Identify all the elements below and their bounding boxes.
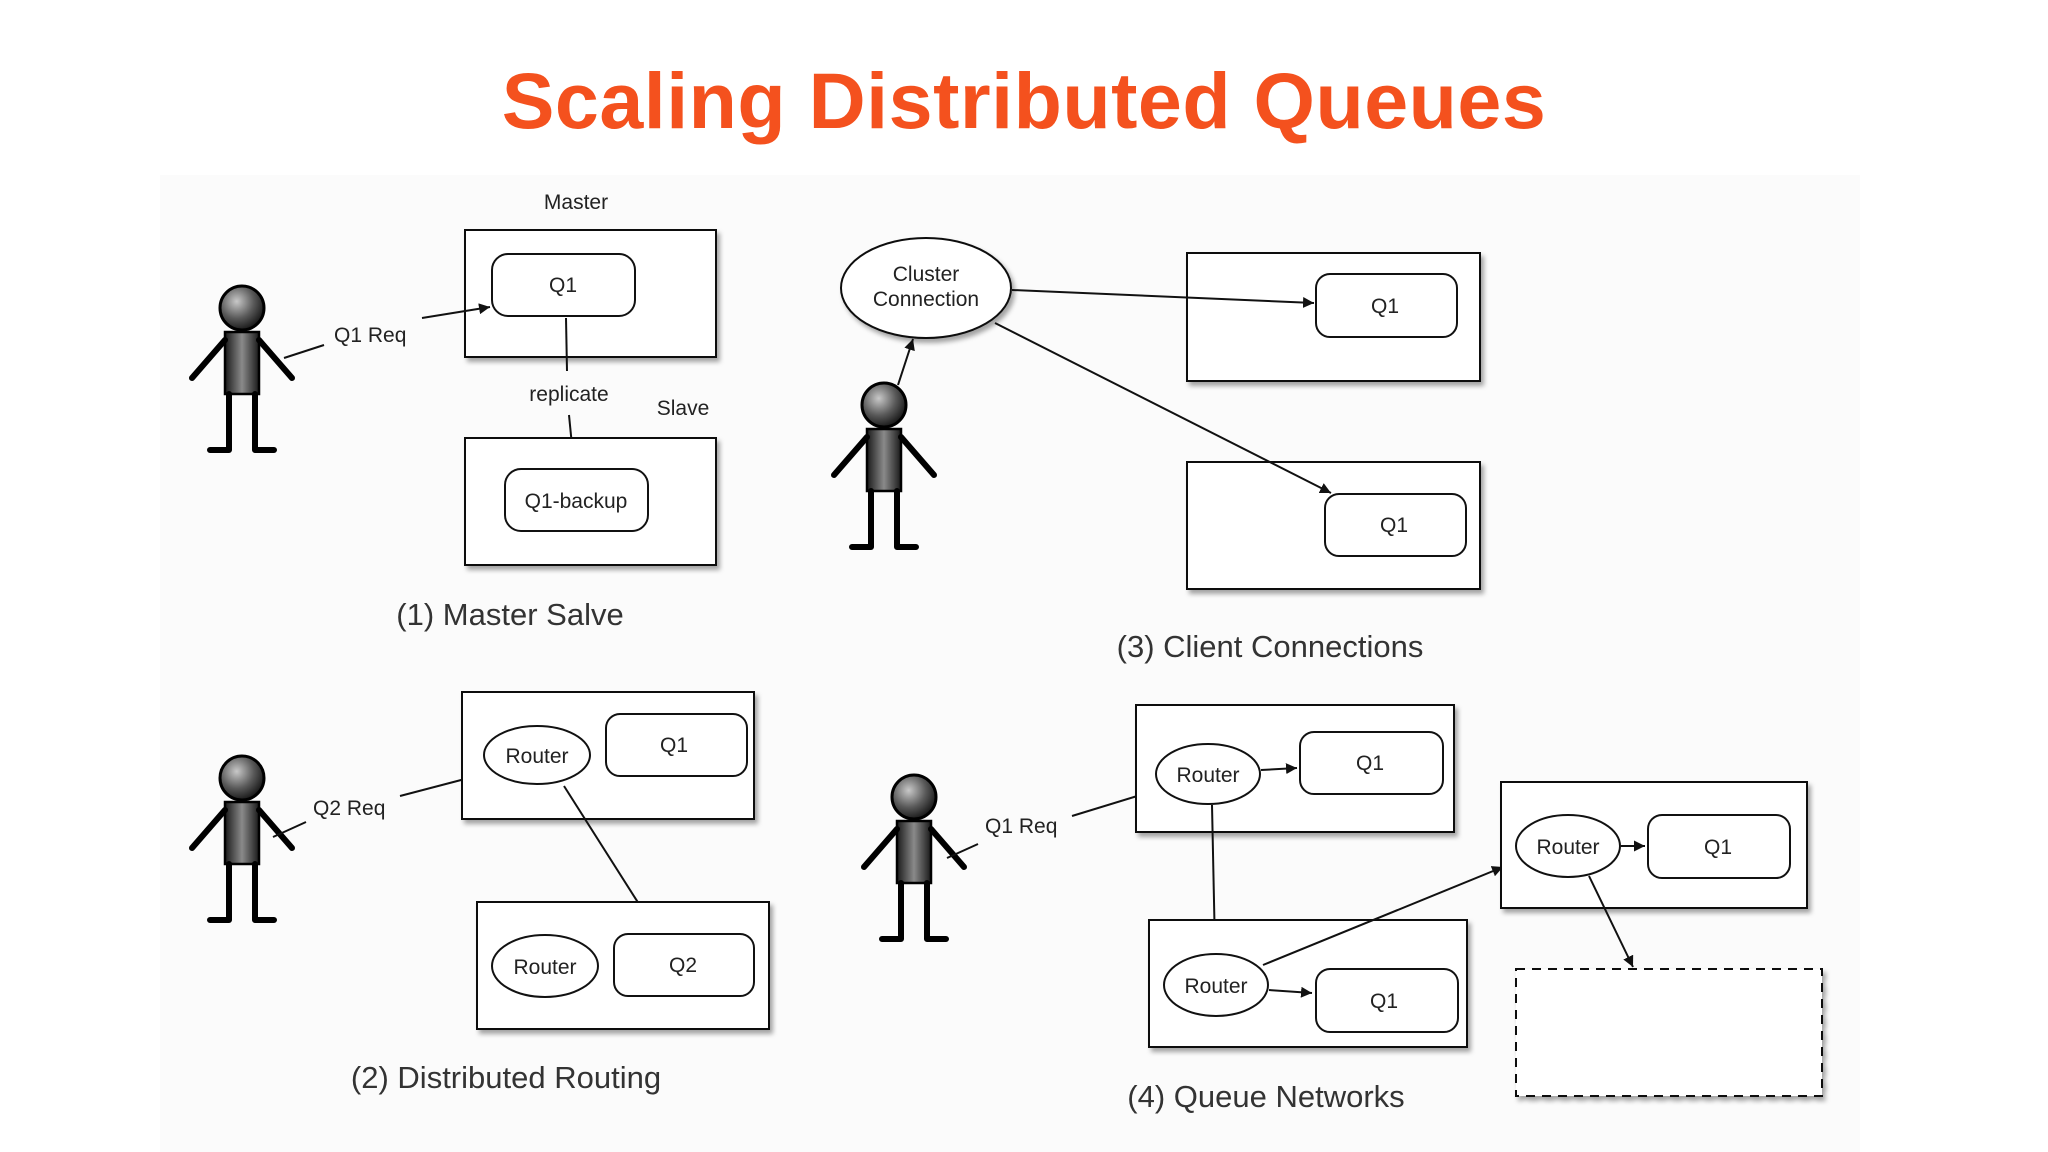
router-right (1515, 814, 1621, 878)
router-top-label: Router (1176, 764, 1239, 787)
queue-q2-label: Q2 (669, 954, 697, 977)
connection-arrow-a (1011, 289, 1315, 309)
queue-q1 (491, 253, 636, 317)
cluster-connection-node (840, 237, 1012, 339)
slide-title: Scaling Distributed Queues (501, 56, 1547, 145)
queue-q1-backup-label: Q1-backup (525, 490, 628, 513)
cluster-connection-label-line1: Cluster (893, 263, 960, 286)
cluster-connection-label-line2: Connection (873, 288, 979, 311)
router-top (1155, 743, 1261, 805)
queue-q1-label: Q1 (549, 274, 577, 297)
router-bottom-label: Router (1184, 975, 1247, 998)
route-to-new-node-arrow (1588, 875, 1634, 968)
queue-q1-b-label: Q1 (1380, 514, 1408, 537)
diagram-client-connections: Cluster Connection Q1 Q1 (3) Client Conn… (834, 237, 1481, 664)
new-node-placeholder (1515, 968, 1823, 1097)
router-b-label: Router (513, 956, 576, 979)
queue-q2 (613, 933, 755, 997)
request-line (946, 843, 979, 859)
caption-distributed-routing: (2) Distributed Routing (351, 1060, 661, 1095)
request-arrow (421, 303, 491, 319)
router-right-label: Router (1536, 836, 1599, 859)
router-a-label: Router (505, 745, 568, 768)
queue-q1-top (1299, 731, 1444, 795)
queue-q1-b (1324, 493, 1467, 557)
queue-q1-top-label: Q1 (1356, 752, 1384, 775)
request-line (272, 821, 307, 838)
replicate-line (565, 317, 568, 372)
caption-client-connections: (3) Client Connections (1117, 629, 1424, 664)
replicate-label: replicate (529, 383, 608, 406)
person-stick-figure-icon (834, 383, 934, 547)
caption-queue-networks: (4) Queue Networks (1127, 1079, 1404, 1114)
router-to-queue-arrow-bottom (1268, 986, 1313, 998)
person-stick-figure-icon (192, 756, 292, 920)
request-line (283, 344, 325, 359)
router-b (491, 934, 599, 998)
connection-arrow-b (994, 322, 1332, 494)
diagram-distributed-routing: Q2 Req Router Q1 Router Q2 (2) Distribut… (192, 691, 770, 1095)
queue-q1-a (1315, 273, 1458, 338)
router-a (483, 725, 591, 785)
queue-q1 (605, 713, 748, 777)
diagram-queue-networks: Q1 Req Router Q1 Router Q1 Router Q1 (864, 704, 1823, 1114)
queue-q1-a-label: Q1 (1371, 295, 1399, 318)
request-label: Q1 Req (334, 324, 406, 347)
queue-q1-backup (504, 468, 649, 532)
route-across-arrow (1262, 866, 1504, 966)
client-arrow (897, 338, 915, 386)
master-label: Master (544, 191, 608, 214)
queue-q1-right-label: Q1 (1704, 836, 1732, 859)
router-to-queue-arrow-top (1260, 763, 1298, 775)
queue-q1-right (1647, 814, 1791, 879)
queue-q1-bottom (1315, 968, 1459, 1033)
queue-q1-label: Q1 (660, 734, 688, 757)
person-stick-figure-icon (192, 286, 292, 450)
queue-q1-bottom-label: Q1 (1370, 990, 1398, 1013)
request-label: Q1 Req (985, 815, 1057, 838)
diagram-master-slave: Master Q1 Q1 Req replicate Slave Q1-back… (192, 191, 717, 632)
request-label: Q2 Req (313, 797, 385, 820)
slave-label: Slave (657, 397, 710, 420)
caption-master-slave: (1) Master Salve (396, 597, 623, 632)
router-bottom (1163, 953, 1269, 1017)
